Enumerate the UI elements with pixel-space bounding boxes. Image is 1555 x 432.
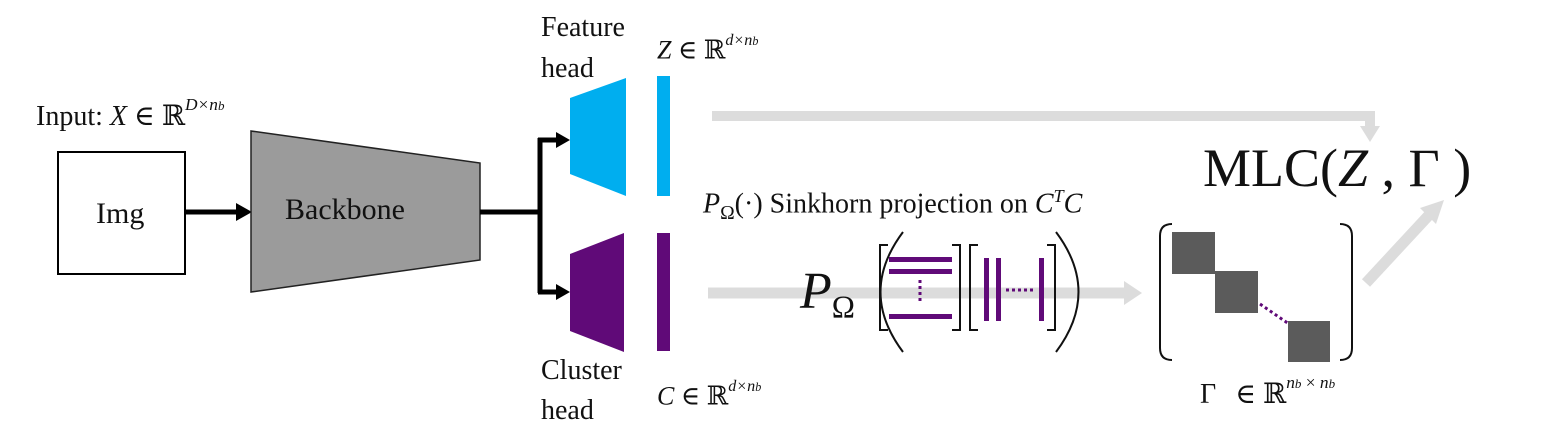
input-dims-sub: b [217, 98, 225, 113]
z-dims-label: Z ∈ ℝd×nb [657, 32, 759, 66]
img-to-backbone-arrowhead [236, 203, 252, 221]
projection-right-paren [1055, 231, 1080, 353]
gamma-dims-b: n [1319, 373, 1329, 392]
gamma-rel: ∈ [1228, 378, 1263, 410]
sinkhorn-var2: C [1063, 188, 1083, 220]
c-to-gamma-arrow [708, 281, 1142, 305]
z-dims: d×n [725, 32, 753, 49]
input-rel: ∈ [127, 100, 162, 132]
gamma-block-2 [1215, 271, 1258, 313]
backbone-label: Backbone [285, 193, 405, 226]
c-var: C [657, 381, 675, 411]
sinkhorn-caption: PΩ(·) Sinkhorn projection on CTC [703, 187, 1082, 224]
sinkhorn-sup: T [1053, 186, 1064, 206]
feature-z-bar [657, 76, 670, 196]
sinkhorn-var: C [1034, 188, 1054, 220]
input-prefix: Input: [36, 100, 110, 132]
cluster-head-label-line1: Cluster [541, 355, 622, 386]
backbone-shape [250, 130, 481, 293]
sinkhorn-text: Sinkhorn projection on [762, 188, 1035, 220]
cluster-head-shape [570, 233, 624, 352]
mlc-prefix: MLC( [1203, 138, 1338, 198]
gamma-set: ℝ [1262, 376, 1287, 410]
feature-head-shape [570, 78, 626, 196]
feature-head-label-line2: head [541, 53, 594, 84]
input-label: Input: X ∈ ℝD×nb [36, 96, 224, 131]
gamma-sub-b: b [1328, 376, 1336, 391]
img-label: Img [96, 197, 145, 230]
c-set: ℝ [706, 381, 729, 412]
to-cluster-head-arrowhead [556, 284, 570, 300]
c-dims-label: C ∈ ℝd×nb [657, 378, 762, 412]
gamma-block-3 [1288, 321, 1330, 362]
z-to-mlc-arrow [712, 111, 1380, 142]
to-feature-head-arrowhead [556, 132, 570, 148]
z-set: ℝ [703, 35, 726, 66]
gamma-dims-a: n [1286, 373, 1295, 392]
mlc-expression: MLC(Z , Γ ) [1203, 141, 1471, 195]
sinkhorn-op: P [703, 188, 721, 220]
z-dims-sub: b [752, 34, 759, 48]
sinkhorn-arg: (·) [734, 188, 763, 220]
gamma-symbol: Γ [1200, 378, 1217, 410]
input-var: X [109, 100, 127, 132]
gamma-dims-label: Γ ∈ ℝnb × nb [1200, 374, 1335, 409]
input-dims: D×n [185, 95, 218, 114]
gamma-to-mlc-arrow [1361, 200, 1444, 287]
mlc-gamma: Γ [1408, 138, 1440, 198]
c-rel: ∈ [674, 381, 707, 411]
sinkhorn-op-sub: Ω [720, 202, 735, 224]
img-box [57, 151, 186, 275]
ct-matrix [879, 244, 961, 331]
gamma-sub-a: b [1294, 376, 1302, 391]
c-dims: d×n [728, 378, 756, 395]
cluster-c-bar [657, 233, 670, 351]
gamma-matrix [1159, 223, 1353, 362]
z-var: Z [657, 35, 672, 65]
c-matrix [969, 244, 1056, 331]
feature-head-label-line1: Feature [541, 12, 625, 43]
mlc-sep: , [1368, 138, 1409, 198]
big-projection-op: P [800, 263, 832, 320]
z-rel: ∈ [671, 35, 704, 65]
mlc-suffix: ) [1439, 138, 1472, 198]
big-projection-op-sub: Ω [831, 289, 855, 325]
gamma-block-1 [1172, 232, 1215, 274]
cluster-head-label-line2: head [541, 395, 594, 426]
mlc-z: Z [1338, 138, 1369, 198]
big-projection-operator: PΩ [800, 266, 855, 323]
c-dims-sub: b [755, 380, 762, 394]
gamma-times: × [1301, 373, 1320, 392]
input-set: ℝ [161, 98, 186, 132]
